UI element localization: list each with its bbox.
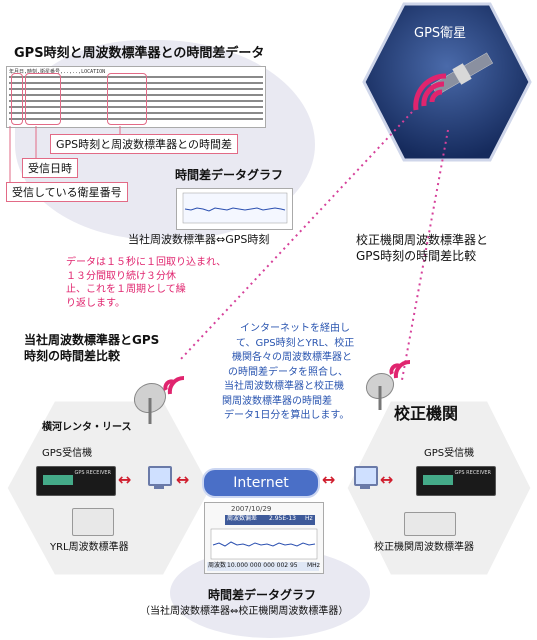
graph2-readout-value: 10.000 000 000 002 95 (227, 562, 298, 569)
right-compare-line: GPS時刻の時間差比較 (356, 249, 477, 264)
left-compare-line: 当社周波数標準器とGPS (24, 333, 160, 347)
device-label: GPS RECEIVER (74, 470, 111, 476)
internet-note: インターネットを経由し て、GPS時刻とYRL、校正 機関各々の周波数標準器と … (222, 322, 355, 424)
data-table-rows (9, 76, 263, 120)
cal-standard-label: 校正機関周波数標準器 (374, 542, 474, 553)
left-pc-icon (148, 466, 172, 489)
internet-note-line: て、GPS時刻とYRL、校正 (236, 337, 355, 349)
yrl-standard-label: YRL周波数標準器 (50, 542, 129, 553)
right-gps-receiver: GPS RECEIVER (416, 466, 496, 496)
note-line: り返します。 (66, 297, 125, 309)
company-label: 横河レンタ・リース (42, 422, 132, 433)
note-line: データは１５秒に１回取り込まれ、 (66, 257, 227, 268)
graph1-image (176, 188, 293, 230)
graph2-plot (210, 528, 318, 560)
left-gps-receiver: GPS RECEIVER (36, 466, 116, 496)
tag-receive-date: 受信日時 (22, 158, 78, 178)
note-line: 止、これを１周期として繰 (66, 284, 186, 295)
yrl-standard-device (72, 508, 114, 536)
graph1-plot (182, 192, 288, 224)
note-line: １３分間取り続け３分休 (66, 270, 176, 282)
tag-satellite-no: 受信している衛星番号 (6, 182, 128, 202)
right-arrow-1: ↔ (380, 470, 394, 489)
right-compare-label: 校正機関周波数標準器と GPS時刻の時間差比較 (356, 232, 488, 264)
left-antenna-icon (133, 375, 185, 424)
graph2-readout: 周波数 10.000 000 000 002 95 MHz (207, 562, 320, 571)
cal-standard-device (404, 512, 456, 536)
right-pc-icon (354, 466, 378, 489)
graph2-panel: 2007/10/29 周波数偏差 2.95E-13 Hz 周波数 10.000 … (204, 502, 324, 574)
graph2-date: 2007/10/29 (231, 505, 272, 513)
highlight-sat-col (11, 73, 23, 125)
internet-pill: Internet (202, 468, 320, 498)
lcd-display (43, 475, 73, 485)
left-compare-line: 時刻の時間差比較 (24, 349, 121, 364)
right-receiver-label: GPS受信機 (424, 448, 475, 459)
graph2-field-unit: Hz (305, 515, 313, 522)
highlight-date-col (25, 73, 61, 125)
internet-note-line: 関周波数標準器の時間差 (222, 395, 332, 407)
cycle-note: データは１５秒に１回取り込まれ、 １３分間取り続け３分休 止、これを１周期として… (66, 256, 226, 310)
satellite-label: GPS衛星 (414, 26, 467, 41)
lcd-display (423, 475, 453, 485)
highlight-diff-col (107, 73, 147, 125)
internet-note-line: データ1日分を算出します。 (224, 410, 350, 421)
internet-note-line: インターネットを経由し (240, 323, 350, 334)
internet-label: Internet (233, 475, 289, 491)
org-label: 校正機関 (394, 404, 459, 423)
internet-note-line: 機関各々の周波数標準器と (232, 352, 352, 363)
graph1-caption: 当社周波数標準器⇔GPS時刻 (128, 233, 270, 246)
gps-satellite-hex: GPS衛星 (362, 2, 532, 162)
graph2-field-value: 2.95E-13 (269, 515, 296, 522)
device-label: GPS RECEIVER (454, 470, 491, 476)
graph1-title: 時間差データグラフ (175, 168, 284, 182)
internet-arrow-right: ↔ (322, 470, 336, 489)
left-arrow-1: ↔ (118, 470, 132, 489)
graph2-caption: （当社周波数標準器⇔校正機関周波数標準器） (140, 606, 349, 617)
right-compare-line: 校正機関周波数標準器と (356, 233, 489, 247)
internet-note-line: 当社周波数標準器と校正機 (224, 381, 344, 392)
graph2-readout-unit: MHz (307, 562, 320, 569)
tag-time-diff: GPS時刻と周波数標準器との時間差 (50, 134, 239, 154)
internet-arrow-left: ↔ (176, 470, 190, 489)
left-receiver-label: GPS受信機 (42, 448, 93, 459)
graph2-title: 時間差データグラフ (208, 588, 317, 602)
graph2-field: 周波数偏差 2.95E-13 Hz (225, 515, 315, 525)
data-table-image: 年月日,時刻,衛星番号,..,..,LOCATION (6, 66, 266, 128)
graph2-readout-label: 周波数 (208, 562, 227, 569)
top-title: GPS時刻と周波数標準器との時間差データ (14, 46, 265, 61)
internet-note-line: の時間差データを照合し、 (228, 366, 348, 378)
left-compare-label: 当社周波数標準器とGPS 時刻の時間差比較 (24, 332, 159, 364)
graph2-field-label: 周波数偏差 (227, 515, 258, 522)
right-antenna-icon (365, 359, 411, 410)
satellite-graphic (362, 2, 532, 162)
data-table-header: 年月日,時刻,衛星番号,..,..,LOCATION (9, 69, 106, 75)
